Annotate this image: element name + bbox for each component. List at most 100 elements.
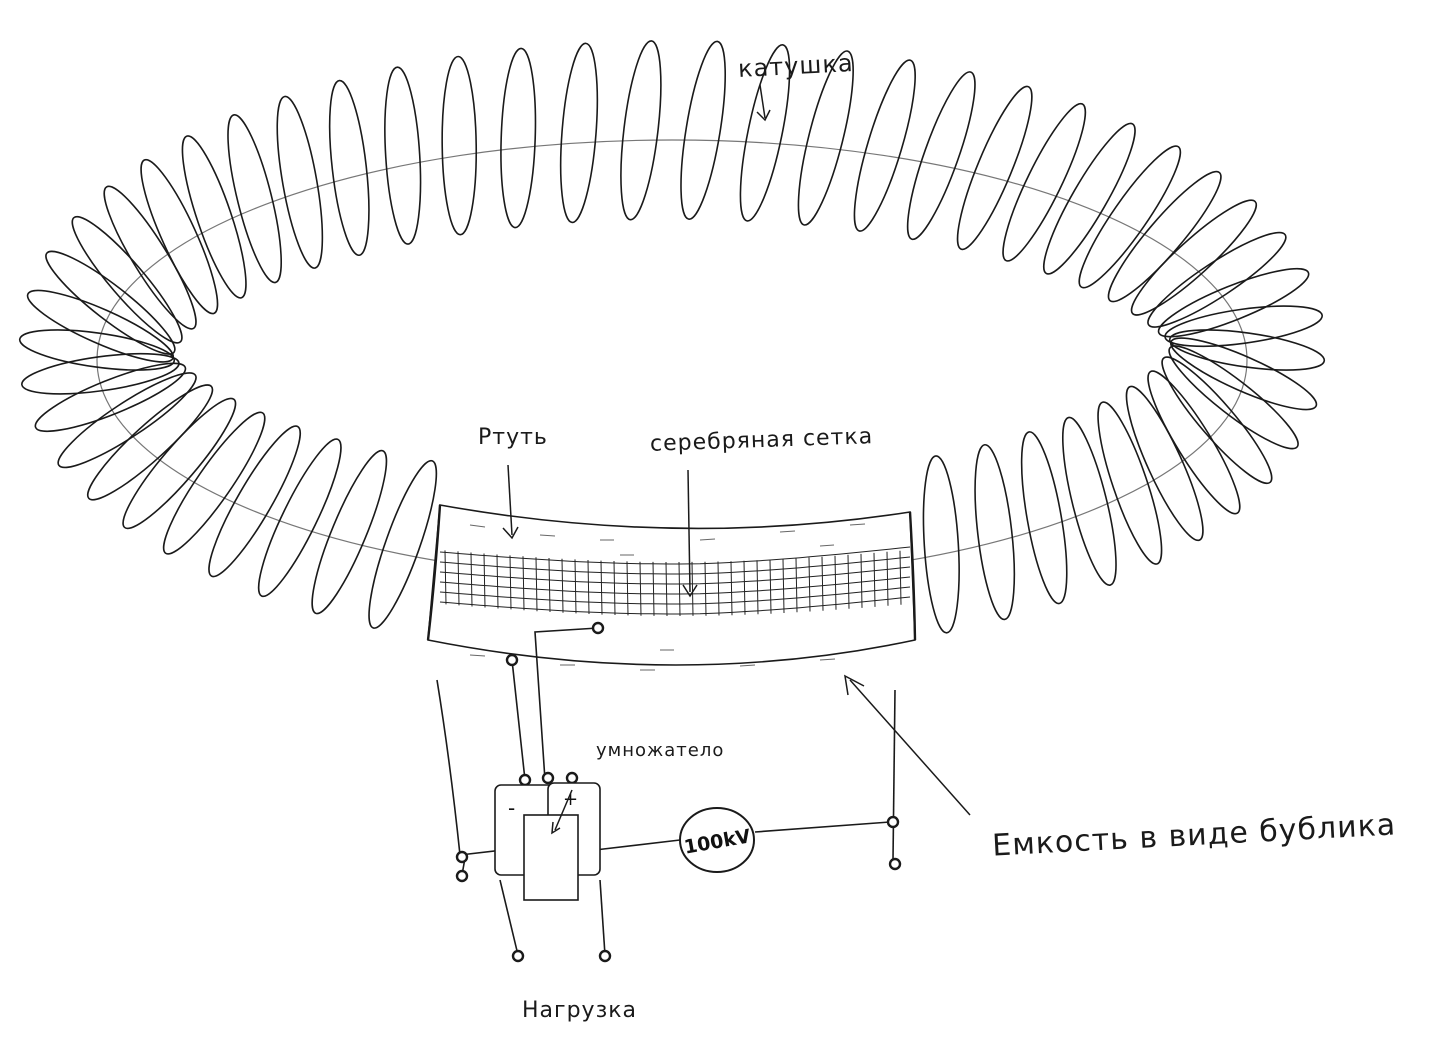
coil-loop (1061, 416, 1117, 586)
mesh-line (899, 550, 902, 605)
coil-windings (18, 40, 1326, 634)
coil-loop (140, 158, 219, 315)
mesh-line (886, 551, 889, 606)
coil-loop (441, 55, 478, 236)
coil-loop (1125, 385, 1204, 542)
mesh-line (444, 550, 447, 605)
mesh-line (439, 596, 911, 615)
coil-loop (739, 44, 791, 222)
coil-loop (26, 289, 175, 363)
coil-loop (1147, 231, 1287, 328)
mesh-line (743, 560, 746, 615)
mesh-line (808, 557, 811, 612)
coil-loop (34, 362, 187, 433)
load-label: Нагрузка (522, 998, 638, 1023)
mesh-line (639, 561, 642, 616)
mesh-line (439, 556, 911, 575)
mesh-line (439, 576, 911, 595)
coil-loop (500, 47, 537, 229)
mesh-line (782, 558, 785, 614)
coil-loop (1020, 431, 1068, 605)
coil-loop (1130, 199, 1258, 316)
coil-loop (276, 95, 324, 269)
mesh-line (439, 546, 911, 565)
coil-loop (853, 59, 916, 232)
mesh-line (665, 561, 668, 617)
coil-loop (1168, 345, 1299, 450)
voltage-meter (679, 807, 755, 873)
mesh-line (535, 557, 538, 612)
coil-loop (620, 40, 662, 221)
coil-loop (103, 185, 197, 330)
coil-loop (86, 384, 214, 501)
pointer-arrows (502, 84, 971, 835)
coil-loop (162, 411, 266, 555)
mesh-line (678, 561, 681, 617)
mesh-line (691, 561, 694, 616)
coil-loop (974, 443, 1016, 621)
coil-loop (1002, 102, 1087, 262)
coil-loop (328, 79, 370, 257)
coil-loop (21, 352, 180, 395)
coil-loop (1043, 122, 1136, 275)
mesh-line (756, 560, 759, 615)
mesh-line (847, 554, 850, 609)
coil-loop (122, 397, 237, 530)
coil-loop (559, 42, 599, 224)
mesh-line (730, 561, 733, 616)
coil-loop (956, 85, 1033, 251)
silver-mesh (439, 546, 911, 617)
mercury-label: Ртуть (478, 425, 548, 450)
coil-loop (1169, 337, 1318, 411)
mesh-line (470, 552, 473, 607)
coil-loop (181, 135, 247, 299)
minus-sign: - (508, 796, 515, 820)
coil-loop (1147, 370, 1241, 515)
coil-loop (1168, 329, 1326, 371)
coil-loop (797, 50, 854, 226)
coil-loop (18, 329, 176, 371)
mesh-line (439, 566, 911, 585)
mercury-tube (426, 504, 917, 666)
mesh-line (522, 556, 525, 611)
coil-loop (57, 372, 197, 469)
coil-loop (1107, 170, 1222, 303)
plus-sign: + (563, 789, 578, 810)
mesh-line (717, 561, 720, 616)
mesh-line (439, 586, 911, 605)
mercury-dashes (469, 523, 866, 671)
coil-loop (311, 449, 388, 615)
mesh-line (496, 554, 499, 609)
mesh-line (600, 560, 603, 615)
coil-loop (1161, 356, 1273, 485)
mesh-line (652, 561, 655, 616)
mesh-line (860, 553, 863, 608)
mesh-line (704, 561, 707, 616)
coil-loop (45, 250, 176, 355)
coil-loop (384, 66, 422, 245)
coil-loop (1097, 401, 1163, 565)
mesh-line (821, 556, 824, 611)
multiplier-block (494, 782, 601, 901)
coil-loop (208, 425, 301, 578)
coil-loop (1164, 305, 1323, 348)
multiplier-label: умножатело (596, 740, 725, 761)
coil-loop (257, 438, 342, 598)
mesh-line (613, 560, 616, 616)
coil-loop (922, 455, 960, 634)
coil-loop (1157, 267, 1310, 338)
coil-loop (71, 215, 183, 344)
mesh-line (483, 553, 486, 608)
mesh-line (834, 555, 837, 610)
mesh-line (626, 561, 629, 616)
terminals (455, 621, 902, 963)
mesh-line (587, 559, 590, 615)
mesh-line (769, 559, 772, 614)
mesh-line (574, 559, 577, 614)
mesh-line (457, 551, 460, 606)
mesh-line (873, 552, 876, 607)
mesh-line (561, 558, 564, 613)
coil-loop (227, 114, 283, 284)
coil-loop (680, 40, 727, 220)
